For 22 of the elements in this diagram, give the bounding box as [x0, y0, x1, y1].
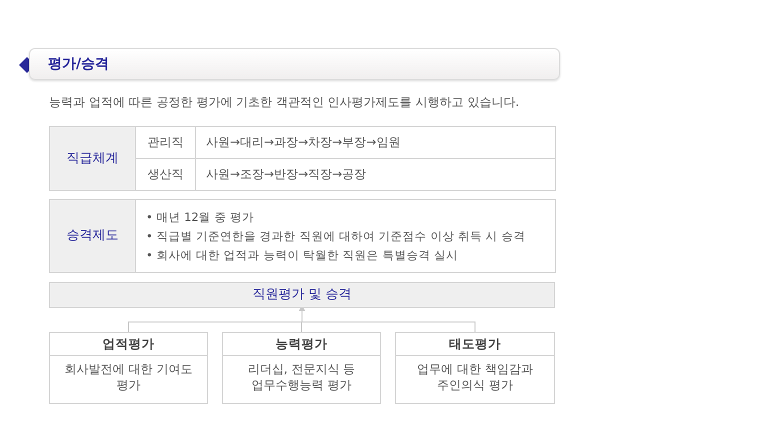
- intro-text: 능력과 업적에 따른 공정한 평가에 기초한 객관적인 인사평가제도를 시행하고 있습니다.: [49, 94, 520, 111]
- bullet-text: • 직급별 기준연한을 경과한 직원에 대하여 기준점수 이상 취득 시 승격: [146, 228, 526, 244]
- box-description: 리더십, 전문지식 등 업무수행능력 평가: [246, 361, 356, 393]
- box-heading: 태도평가: [396, 333, 554, 356]
- evaluation-box: [49, 332, 208, 404]
- evaluation-box: [222, 332, 381, 404]
- table-cell: 사원→대리→과장→차장→부장→임원: [196, 127, 555, 158]
- evaluation-box: [395, 332, 555, 404]
- box-description: 회사발전에 대한 기여도 평가: [64, 361, 194, 393]
- box-description: 업무에 대한 책임감과 주인의식 평가: [416, 361, 534, 393]
- table-header-cell: 직급체계: [50, 127, 136, 190]
- table-cell: 관리직: [136, 127, 196, 158]
- section-title: 평가/승격: [48, 54, 110, 74]
- box-heading: 능력평가: [223, 333, 380, 356]
- bullet-text: • 매년 12월 중 평가: [146, 209, 256, 225]
- table-header-cell: 승격제도: [50, 200, 136, 272]
- box-heading: 업적평가: [50, 333, 207, 356]
- table-cell-text: 사원→조장→반장→직장→공장: [205, 166, 368, 184]
- bullet-text: • 회사에 대한 업적과 능력이 탁월한 직원은 특별승격 실시: [146, 247, 460, 263]
- box-title: 직원평가 및 승격: [252, 286, 352, 304]
- table-cell: 생산직: [136, 158, 196, 190]
- summary-box: [49, 282, 555, 308]
